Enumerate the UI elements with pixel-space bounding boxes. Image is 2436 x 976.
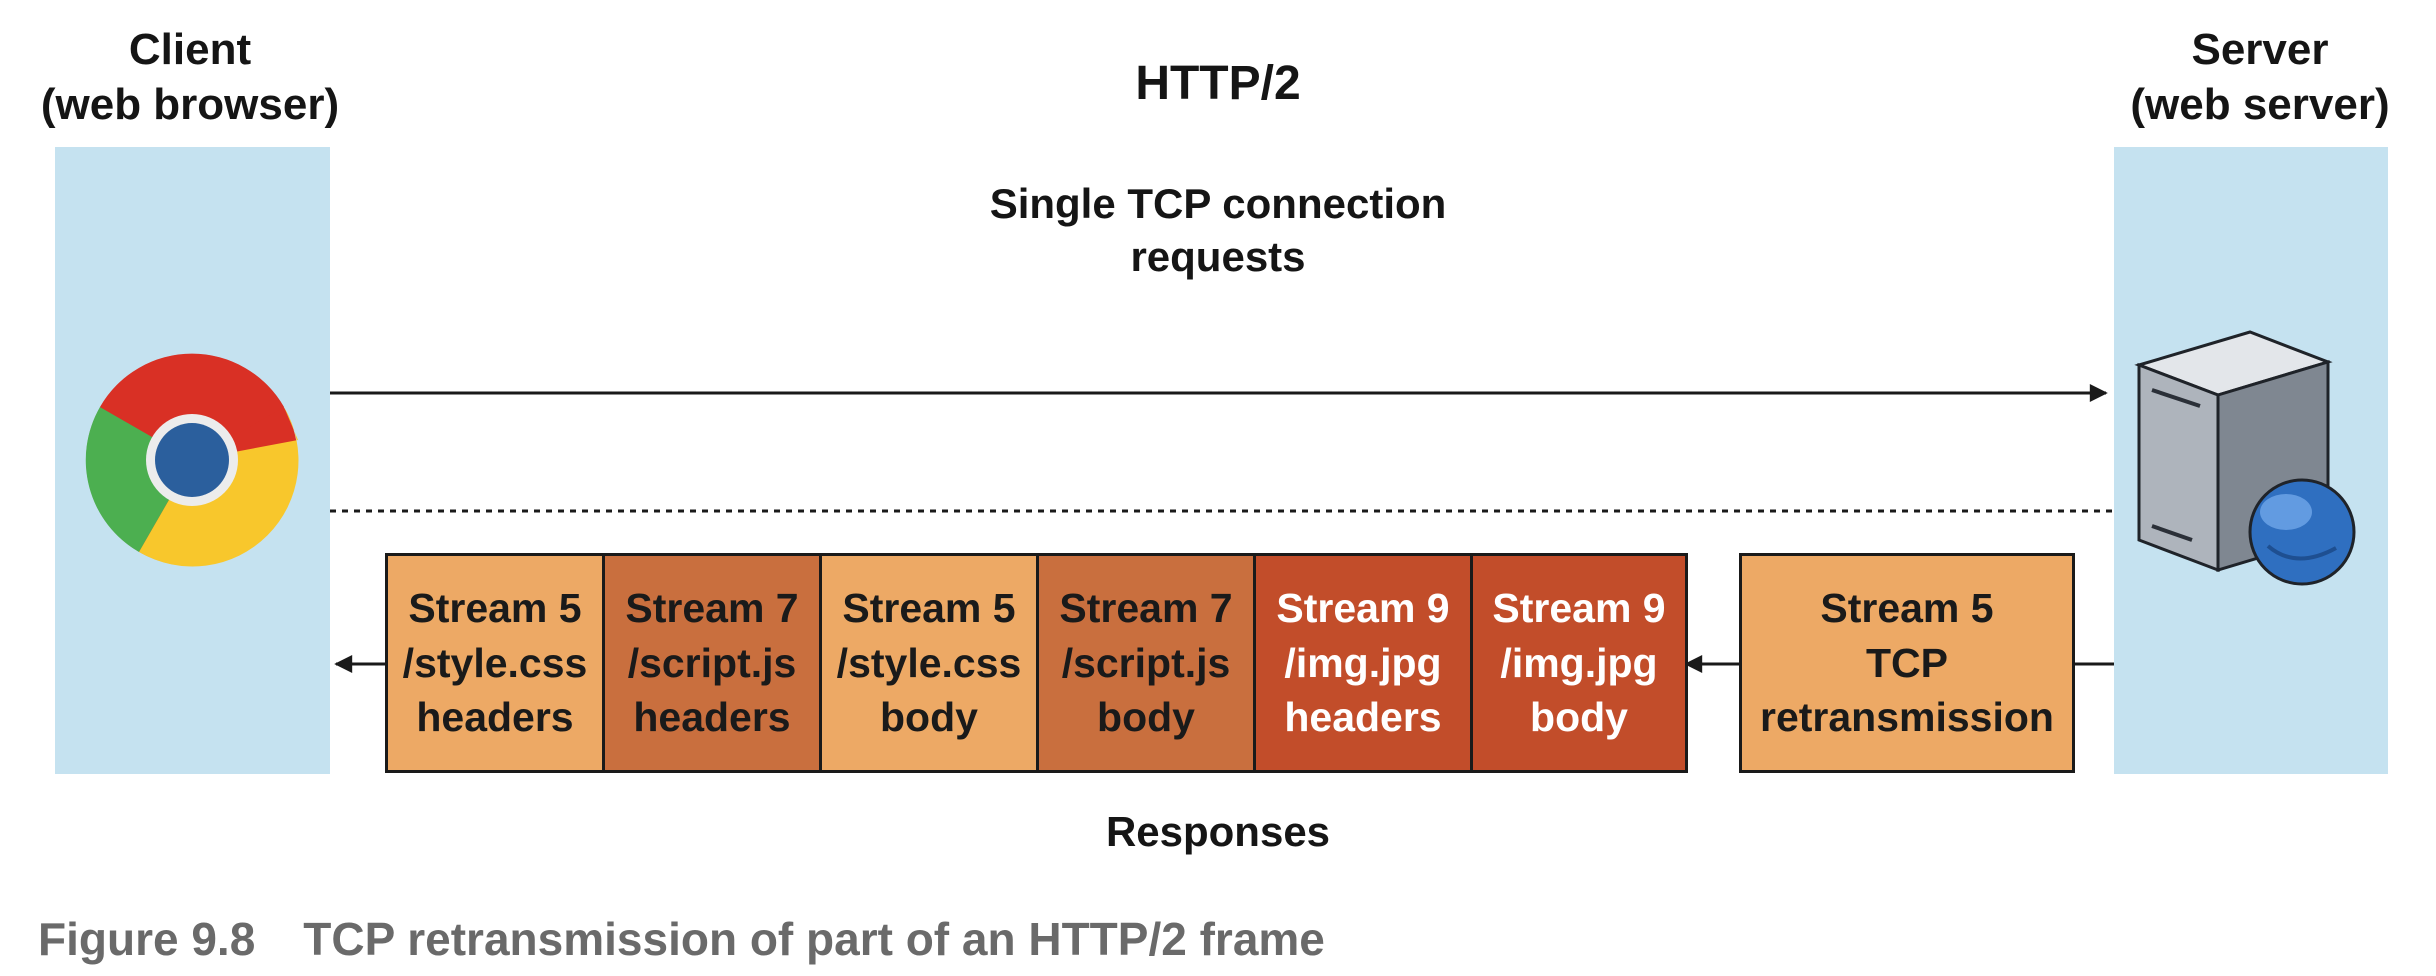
client-title: Client (web browser) [40,25,340,129]
web-server-icon [2134,330,2356,586]
response-frame: Stream 7 /script.js headers [602,553,822,773]
chrome-browser-icon [85,353,299,567]
response-frame: Stream 9 /img.jpg body [1470,553,1688,773]
retransmission-frame: Stream 5 TCP retransmission [1739,553,2075,773]
figure-number: Figure 9.8 [38,913,256,965]
response-frame: Stream 5 /style.css body [819,553,1039,773]
server-title: Server (web server) [2130,25,2390,129]
request-label: Single TCP connection requests [989,180,1447,280]
response-frame: Stream 7 /script.js body [1036,553,1256,773]
response-frame: Stream 9 /img.jpg headers [1253,553,1473,773]
protocol-title: HTTP/2 [1135,57,1301,110]
response-frame: Stream 5 /style.css headers [385,553,605,773]
responses-label: Responses [1105,808,1331,855]
figure-caption: Figure 9.8 TCP retransmission of part of … [38,912,1325,966]
figure-caption-text: TCP retransmission of part of an HTTP/2 … [303,913,1325,965]
